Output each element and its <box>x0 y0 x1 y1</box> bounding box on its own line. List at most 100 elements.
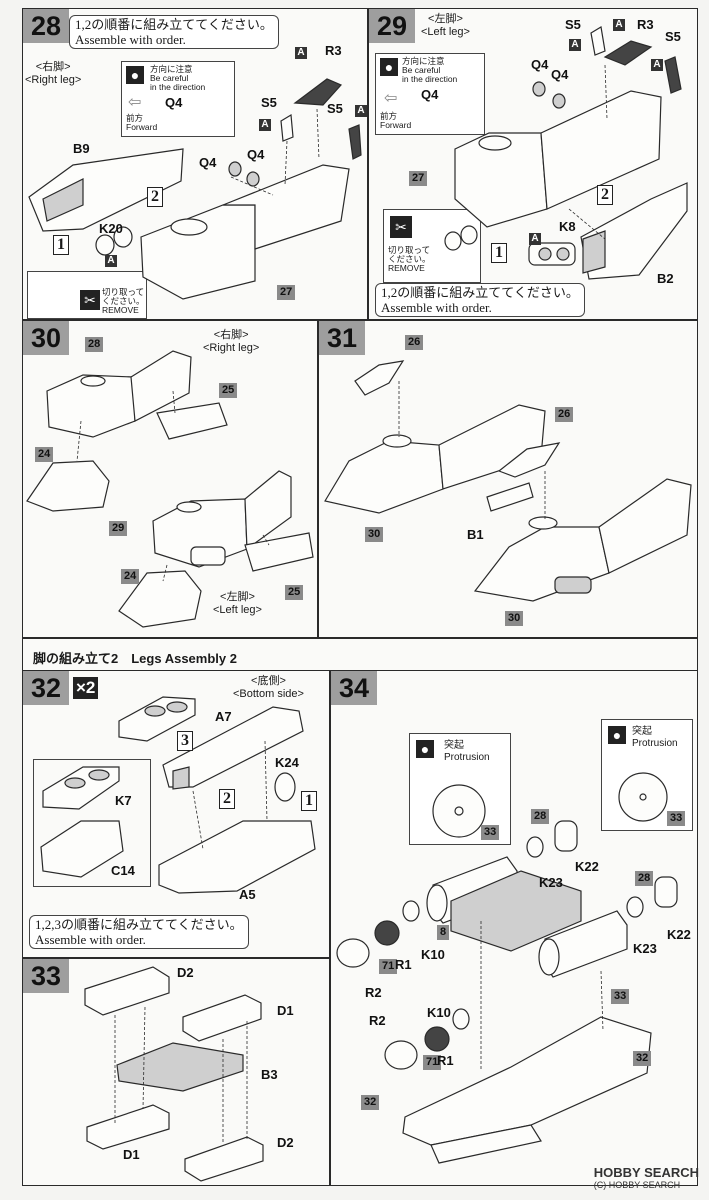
sprue-mark: A <box>651 59 663 71</box>
sprue-mark: A <box>355 105 367 117</box>
right-leg-label: <右脚> <Right leg> <box>25 61 82 86</box>
part-label: B9 <box>73 141 90 156</box>
part-tag: 26 <box>555 407 574 422</box>
section-header: 脚の組み立て2 Legs Assembly 2 <box>22 638 698 670</box>
sub-assembly-box <box>33 759 151 887</box>
assembly-drawing <box>40 696 316 894</box>
order-note: 1,2の順番に組み立ててください。 Assemble with order. <box>375 283 585 317</box>
sprue-mark: A <box>105 255 117 267</box>
part-tag: 71 <box>379 959 398 974</box>
part-label: Q4 <box>165 95 183 110</box>
sequence-number: 1 <box>301 791 317 811</box>
part-label: D2 <box>277 1135 294 1150</box>
part-label: S5 <box>565 17 581 32</box>
step-number: 31 <box>319 321 365 355</box>
step-33-panel: 33 D2 D1 B3 D1 D2 <box>22 958 330 1186</box>
part-tag: 29 <box>109 521 128 536</box>
part-label: S5 <box>327 101 343 116</box>
left-leg-label: <左脚> <Left leg> <box>213 591 262 616</box>
part-label: B3 <box>261 1067 278 1082</box>
cut-remove-icon: ✂ <box>80 290 100 310</box>
assembly-drawing <box>336 772 678 1164</box>
part-label: K23 <box>539 875 563 890</box>
part-label: A5 <box>239 887 256 902</box>
part-tag: 32 <box>361 1095 380 1110</box>
part-label: B2 <box>657 271 674 286</box>
step-28-panel: 28 1,2の順番に組み立ててください。 Assemble with order… <box>22 8 368 320</box>
sprue-mark: A <box>295 47 307 59</box>
part-label: R1 <box>395 957 412 972</box>
part-label: R2 <box>365 985 382 1000</box>
part-label: K10 <box>427 1005 451 1020</box>
part-label: Q4 <box>247 147 265 162</box>
sprue-mark: A <box>529 233 541 245</box>
quantity-badge: ×2 <box>73 677 99 699</box>
step-29-panel: 29 <左脚> <Left leg> ● 方向に注意 Be careful in… <box>368 8 698 320</box>
part-label: A7 <box>215 709 232 724</box>
part-label: K7 <box>115 793 132 808</box>
part-label: S5 <box>665 29 681 44</box>
part-label: K22 <box>575 859 599 874</box>
part-label: K24 <box>275 755 299 770</box>
caution-icon: ● <box>416 740 434 758</box>
part-tag: 28 <box>635 871 654 886</box>
remove-instruction-box: ✂ 切り取って ください。 REMOVE <box>27 271 147 319</box>
part-tag: 24 <box>121 569 140 584</box>
part-tag: 30 <box>365 527 384 542</box>
part-tag: 25 <box>285 585 304 600</box>
caution-icon: ● <box>608 726 626 744</box>
order-note: 1,2の順番に組み立ててください。 Assemble with order. <box>69 15 279 49</box>
part-tag: 33 <box>667 811 686 826</box>
sequence-number: 2 <box>597 185 613 205</box>
leg-assembly-drawing <box>324 360 692 602</box>
remove-instruction-box: ✂ 切り取って ください。 REMOVE <box>383 209 481 283</box>
leg-assembly-drawing <box>28 78 362 300</box>
sprue-mark: A <box>569 39 581 51</box>
part-label: K8 <box>559 219 576 234</box>
cut-remove-icon: ✂ <box>390 216 412 238</box>
caution-icon: ● <box>126 66 144 84</box>
part-label: D2 <box>177 965 194 980</box>
part-tag: 28 <box>531 809 550 824</box>
assembly-drawing <box>84 966 264 1182</box>
sequence-number: 1 <box>53 235 69 255</box>
part-label: R3 <box>637 17 654 32</box>
part-label: Q4 <box>199 155 217 170</box>
sequence-number: 3 <box>177 731 193 751</box>
sequence-number: 2 <box>219 789 235 809</box>
right-leg-label: <右脚> <Right leg> <box>203 329 260 354</box>
step-number: 33 <box>23 959 69 993</box>
part-tag: 32 <box>633 1051 652 1066</box>
step-number: 30 <box>23 321 69 355</box>
step-number: 32 <box>23 671 69 705</box>
part-tag: 71 <box>423 1055 442 1070</box>
caution-icon: ● <box>380 58 398 76</box>
part-tag: 27 <box>409 171 428 186</box>
sequence-number: 1 <box>491 243 507 263</box>
part-tag: 27 <box>277 285 296 300</box>
part-label: Q4 <box>551 67 569 82</box>
order-note: 1,2,3の順番に組み立ててください。 Assemble with order. <box>29 915 249 949</box>
forward-arrow-icon: ⇦ <box>384 90 398 107</box>
step-32-panel: 32 ×2 <底側> <Bottom side> A7 K24 K7 C14 A… <box>22 670 330 958</box>
part-tag: 26 <box>405 335 424 350</box>
part-tag: 30 <box>505 611 524 626</box>
part-tag: 24 <box>35 447 54 462</box>
part-label: Q4 <box>421 87 439 102</box>
part-label: D1 <box>277 1003 294 1018</box>
part-tag: 33 <box>481 825 500 840</box>
direction-caution-box: ● 方向に注意 Be careful in the direction ⇦ 前方… <box>121 61 235 137</box>
part-label: R2 <box>369 1013 386 1028</box>
part-label: K23 <box>633 941 657 956</box>
forward-arrow-icon: ⇦ <box>128 94 142 111</box>
left-leg-label: <左脚> <Left leg> <box>421 13 470 38</box>
step-number: 28 <box>23 9 69 43</box>
step-number: 34 <box>331 671 377 705</box>
sequence-number: 2 <box>147 187 163 207</box>
part-tag: 8 <box>437 925 450 940</box>
part-label: R1 <box>437 1053 454 1068</box>
section-title: 脚の組み立て2 Legs Assembly 2 <box>33 651 237 666</box>
part-label: K20 <box>99 221 123 236</box>
sprue-mark: A <box>259 119 271 131</box>
sprue-mark: A <box>613 19 625 31</box>
